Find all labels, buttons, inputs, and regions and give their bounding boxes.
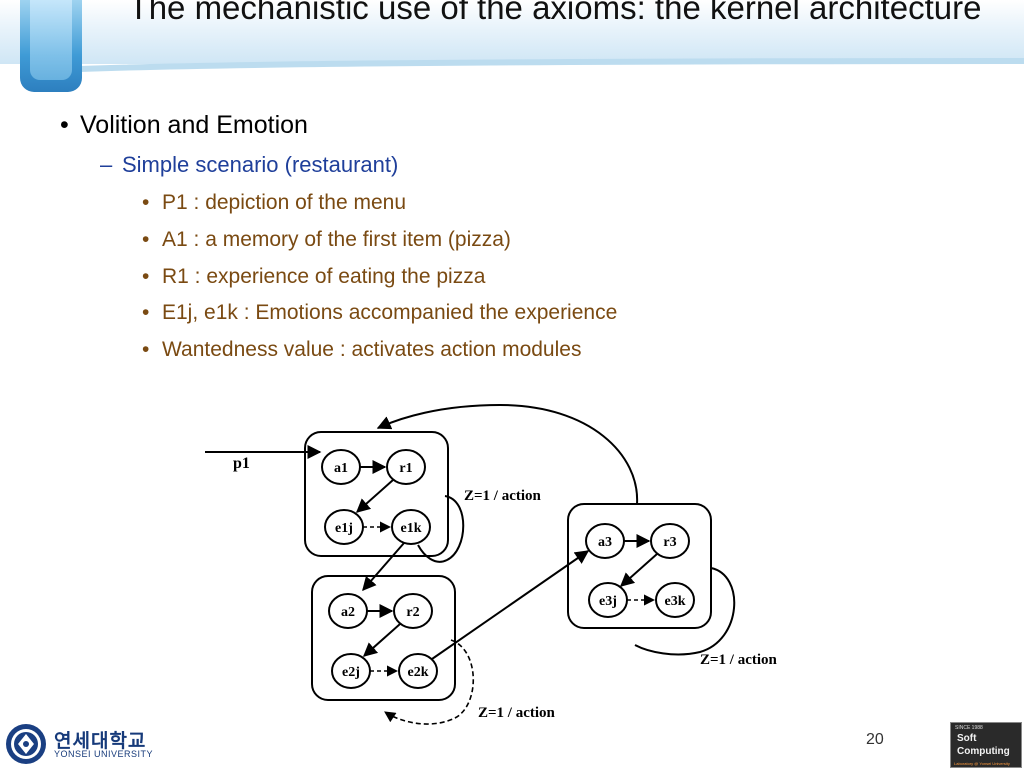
bullet-dash: – [100,152,113,177]
node-label: e2k [408,665,429,680]
bullet-dot: • [142,228,150,251]
node-label: a3 [598,535,612,550]
bullet-dot: • [142,301,150,324]
bullet-text: A1 : a memory of the first item (pizza) [162,228,511,251]
logo-since: SINCE 1988 [955,725,983,731]
node-label: a1 [334,461,348,476]
node-label: e3k [665,594,686,609]
bullet-level3: • R1 : experience of eating the pizza [142,265,485,289]
bullet-dot: • [142,191,150,214]
action-loop-2 [384,639,475,725]
node-label: r1 [399,461,412,476]
module-1-box [304,431,449,557]
edge [362,623,401,657]
bullet-level3: • P1 : depiction of the menu [142,191,406,215]
bullet-text: P1 : depiction of the menu [162,191,406,214]
slide-title: The mechanistic use of the axioms: the k… [128,0,982,26]
module-2-box [311,575,456,701]
logo-line1: Soft [957,733,977,744]
node-label: r2 [406,605,419,620]
action-loop-1 [417,495,465,563]
bullet-level3: • E1j, e1k : Emotions accompanied the exp… [142,301,617,325]
bullet-level1: • Volition and Emotion [60,111,308,140]
node-r1 [386,449,426,485]
node-e3k [655,582,695,618]
bullet-text: R1 : experience of eating the pizza [162,265,486,288]
bullet-level2: –Simple scenario (restaurant) [100,152,398,178]
action-loop-3 [634,567,736,656]
logo-subtitle: Laboratory @ Yonsei University [954,761,1010,766]
node-label: a2 [341,605,355,620]
soft-computing-logo: SINCE 1988 Soft Computing Laboratory @ Y… [950,722,1022,768]
university-name-en: YONSEI UNIVERSITY [54,749,154,759]
bullet-text: Volition and Emotion [80,111,308,139]
university-name-kr: 연세대학교 [54,731,147,752]
loop-label: Z=1 / action [464,488,542,504]
edge-e2k-to-a3 [431,550,590,660]
header-band [0,0,1024,64]
bullet-dot: • [142,265,150,288]
node-e2k [398,653,438,689]
bullet-text: Simple scenario (restaurant) [122,152,399,177]
bullet-text: Wantedness value : activates action modu… [162,338,582,361]
node-r3 [650,523,690,559]
node-label: e1k [401,521,422,536]
node-label: e1j [335,521,353,536]
yonsei-emblem-icon [6,724,46,764]
edge-e1k-to-a2 [362,542,405,592]
node-e1k [391,509,431,545]
edge [619,553,658,587]
node-label: r3 [663,535,676,550]
node-label: e2j [342,665,360,680]
feedback-arrow [376,403,639,505]
bullet-level3: • A1 : a memory of the first item (pizza) [142,228,511,252]
edge [355,479,394,513]
node-label: e3j [599,594,617,609]
loop-label: Z=1 / action [700,652,778,668]
bullet-dot: • [60,111,69,139]
logo-line2: Computing [957,746,1010,757]
bullet-level3: • Wantedness value : activates action mod… [142,338,581,362]
bullet-dot: • [142,338,150,361]
node-r2 [393,593,433,629]
header-decoration [80,58,1024,72]
input-label: p1 [233,455,250,472]
loop-label: Z=1 / action [478,705,556,721]
header-tab-highlight [30,0,72,80]
page-number: 20 [866,731,884,748]
bullet-text: E1j, e1k : Emotions accompanied the expe… [162,301,618,324]
